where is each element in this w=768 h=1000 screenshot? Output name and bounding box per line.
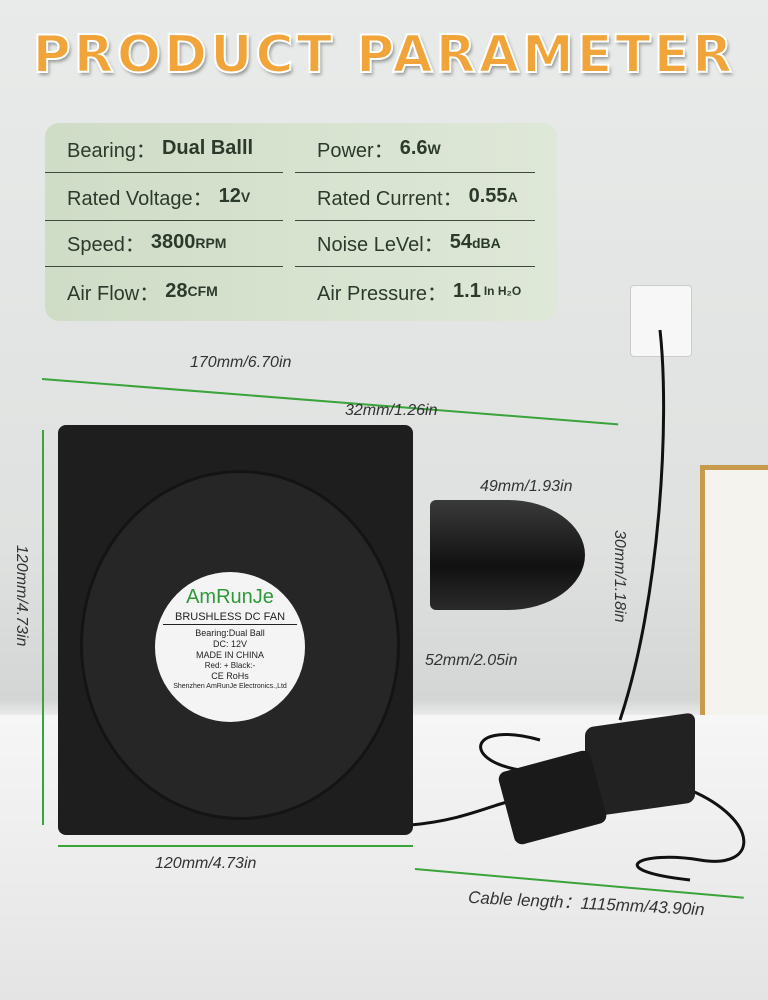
fan-outlet bbox=[430, 500, 585, 610]
dim-outlet-height: 30mm/1.18in bbox=[611, 530, 628, 623]
dim-outlet-length: 49mm/1.93in bbox=[480, 478, 573, 495]
label-bearing: Bearing:Dual Ball bbox=[195, 628, 265, 638]
fan-type: BRUSHLESS DC FAN bbox=[163, 611, 297, 625]
dim-depth: 32mm/1.26in bbox=[345, 402, 438, 419]
brand-logo: AmRunJe bbox=[186, 586, 274, 608]
dim-length: 170mm/6.70in bbox=[190, 354, 292, 371]
dim-height: 120mm/4.73in bbox=[13, 545, 30, 647]
label-origin: MADE IN CHINA bbox=[195, 650, 264, 660]
dim-width: 120mm/4.73in bbox=[155, 855, 257, 872]
fan-label: AmRunJe BRUSHLESS DC FAN Bearing:Dual Ba… bbox=[155, 572, 305, 722]
dimension-line-height bbox=[42, 430, 44, 825]
label-cert: CE RoHs bbox=[211, 671, 249, 681]
label-dc: DC: 12V bbox=[212, 639, 247, 649]
picture-frame bbox=[700, 465, 768, 735]
page-title: PRODUCT PARAMETER bbox=[32, 24, 736, 86]
dimension-line-width bbox=[58, 845, 413, 847]
spec-bearing: Bearing：Dual Balll bbox=[45, 125, 283, 173]
dim-outlet-width: 52mm/2.05in bbox=[425, 652, 518, 669]
label-maker: Shenzhen AmRunJe Electronics.,Ltd bbox=[173, 683, 287, 690]
label-wires: Red: + Black:- bbox=[204, 661, 256, 670]
